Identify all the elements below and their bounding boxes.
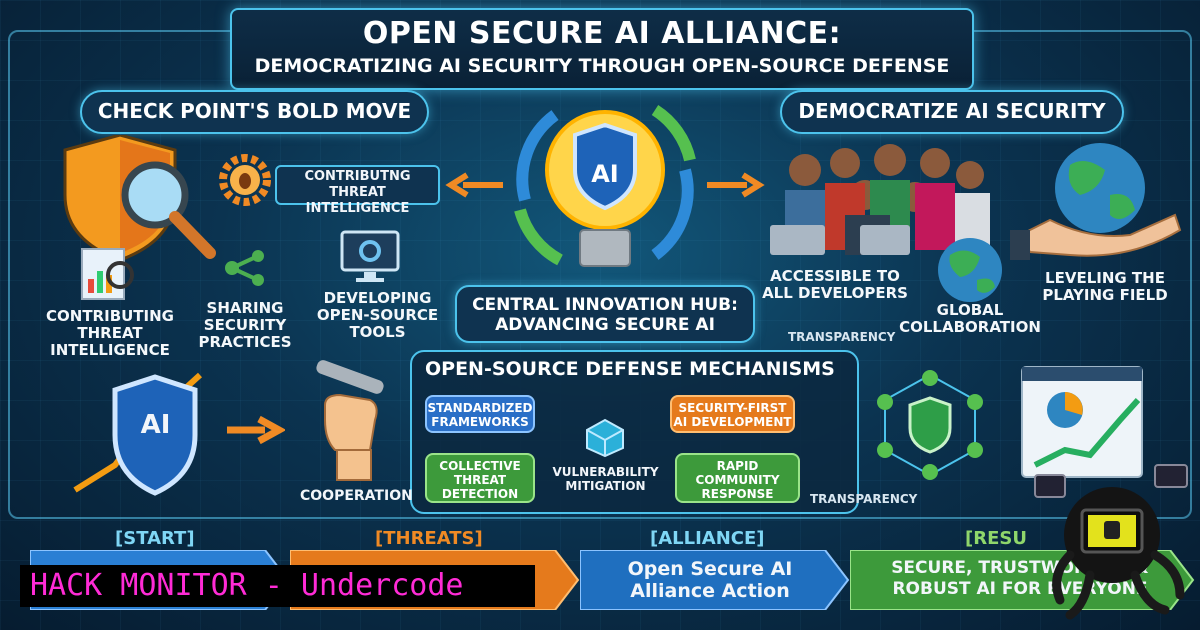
share-icon	[225, 250, 264, 286]
network-shield-icon	[877, 370, 983, 480]
threat-intel-label: CONTRIBUTING THREAT INTELLIGENCE	[46, 307, 174, 359]
defense-heading: OPEN-SOURCE DEFENSE MECHANISMS	[425, 358, 835, 380]
central-hub-label: CENTRAL INNOVATION HUB: ADVANCING SECURE…	[472, 295, 738, 335]
security-first-box: SECURITY-FIRST AI DEVELOPMENT	[670, 395, 795, 433]
developing-tools-label: DEVELOPING OPEN-SOURCE TOOLS	[316, 289, 439, 341]
tag-threats: [THREATS]	[375, 528, 483, 549]
left-arrow-icon	[445, 172, 503, 198]
left-section-heading: CHECK POINT'S BOLD MOVE	[80, 90, 429, 134]
right-heading-text: DEMOCRATIZE AI SECURITY	[798, 99, 1106, 123]
standardized-frameworks-box: STANDARDIZED FRAMEWORKS	[425, 395, 535, 433]
stage-alliance-arrow	[580, 550, 850, 610]
growth-chart-icon	[1021, 366, 1143, 478]
left-heading-text: CHECK POINT'S BOLD MOVE	[97, 99, 412, 123]
right-arrow-icon	[707, 172, 765, 198]
tag-result: [RESU	[965, 528, 1027, 549]
transparency-bottom-label: TRANSPARENCY	[810, 492, 918, 506]
shield-magnifier-icon	[63, 135, 216, 262]
left-ai-badge: AI	[140, 410, 171, 440]
global-collaboration-label: GLOBAL COLLABORATION	[899, 301, 1041, 336]
lightbulb-ai-icon	[514, 104, 696, 267]
transparency-top-label: TRANSPARENCY	[788, 330, 896, 344]
gear-bug-icon	[219, 154, 271, 206]
wrench-fist-icon	[316, 360, 384, 481]
rapid-response-box: RAPID COMMUNITY RESPONSE	[675, 453, 800, 503]
globe-hand-icon	[1010, 143, 1182, 260]
rapid-response-label: RAPID COMMUNITY RESPONSE	[695, 459, 780, 501]
hacker-mascot-logo	[1034, 464, 1188, 620]
leveling-field-label: LEVELING THE PLAYING FIELD	[1042, 269, 1168, 304]
report-chart-icon	[81, 248, 134, 300]
cooperation-label: COOPERATION	[300, 488, 413, 504]
watermark-text: HACK MONITOR - Undercode	[30, 568, 464, 603]
cube-icon	[586, 418, 624, 458]
watermark-banner: HACK MONITOR - Undercode	[20, 565, 535, 607]
tag-alliance: [ALLIANCE]	[650, 528, 765, 549]
center-ai-badge: AI	[591, 160, 619, 188]
collective-label: COLLECTIVE THREAT DETECTION	[439, 459, 521, 501]
sharing-practices-label: SHARING SECURITY PRACTICES	[198, 299, 292, 351]
orange-arrow-icon	[227, 415, 285, 445]
page-title: OPEN SECURE AI ALLIANCE:	[362, 16, 842, 51]
title-banner: OPEN SECURE AI ALLIANCE: DEMOCRATIZING A…	[230, 8, 974, 90]
threat-intel-top-box: CONTRIBUTNG THREAT INTELLIGENCE	[275, 165, 440, 216]
vulnerability-label: VULNERABILITY MITIGATION	[552, 465, 659, 493]
tag-start: [START]	[115, 528, 195, 549]
central-hub-box: CENTRAL INNOVATION HUB: ADVANCING SECURE…	[455, 285, 755, 343]
security-first-label: SECURITY-FIRST AI DEVELOPMENT	[673, 401, 792, 429]
accessible-developers-label: ACCESSIBLE TO ALL DEVELOPERS	[762, 267, 908, 302]
collective-detection-box: COLLECTIVE THREAT DETECTION	[425, 453, 535, 503]
page-subtitle: DEMOCRATIZING AI SECURITY THROUGH OPEN-S…	[254, 55, 950, 77]
ai-shield-icon	[73, 372, 203, 496]
stage-alliance-label: Open Secure AI Alliance Action	[627, 558, 793, 602]
developers-group-icon	[770, 144, 990, 255]
monitor-gear-icon	[340, 230, 400, 282]
right-section-heading: DEMOCRATIZE AI SECURITY	[780, 90, 1124, 134]
small-globe-icon	[938, 238, 1002, 302]
threat-intel-top-label: CONTRIBUTNG THREAT INTELLIGENCE	[304, 169, 411, 216]
standardized-label: STANDARDIZED FRAMEWORKS	[427, 401, 533, 429]
